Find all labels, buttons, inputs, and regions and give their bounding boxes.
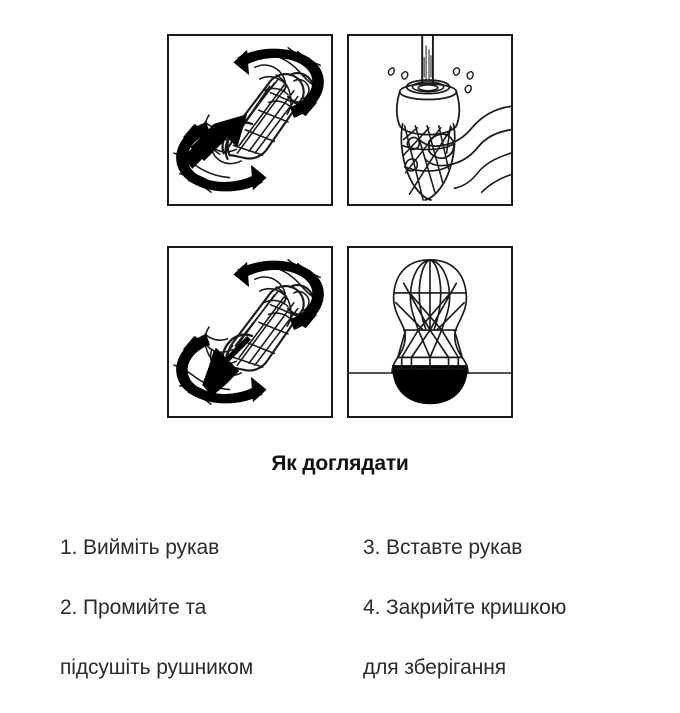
panel-closed-cup [347,246,513,418]
care-steps: 1. Вийміть рукав 2. Промийте та підсушіт… [0,503,680,679]
hand-rinsing-sleeve-under-water-illustration [387,36,511,201]
insert-arrow-icon [202,326,251,397]
care-step-line: 4. Закрийте кришкою [363,596,567,619]
care-step-line: 3. Вставте рукав [363,536,523,559]
panel-rinse-sleeve [347,34,513,206]
illustration-panel-grid [167,34,513,418]
care-steps-left-column: 1. Вийміть рукав 2. Промийте та підсушіт… [60,503,355,713]
hands-twisting-sleeve-pull-out-illustration [173,47,324,193]
care-step-line: для зберігання [363,656,506,679]
care-step-line: 1. Вийміть рукав [60,536,220,559]
care-title: Як доглядати [271,452,409,475]
panel-remove-sleeve [167,34,333,206]
care-steps-right-column: 3. Вставте рукав 4. Закрийте кришкою для… [363,503,663,713]
rotation-arrow-upper-icon [233,260,324,331]
care-step-line: підсушіть рушником [60,656,254,679]
cup-base-fill [391,365,469,405]
hands-twisting-sleeve-insert-illustration [173,259,324,405]
care-step-line: 2. Промийте та [60,596,207,619]
wireframe-cup-with-cap-illustration [349,258,511,405]
rotation-arrow-lower-icon [176,121,267,192]
care-instructions-page: Як доглядати 1. Вийміть рукав 2. Промийт… [0,34,680,679]
rotation-arrow-lower-icon [176,333,267,404]
panel-insert-sleeve [167,246,333,418]
rotation-arrow-upper-icon [233,48,324,119]
pull-out-arrow-icon [182,114,248,169]
